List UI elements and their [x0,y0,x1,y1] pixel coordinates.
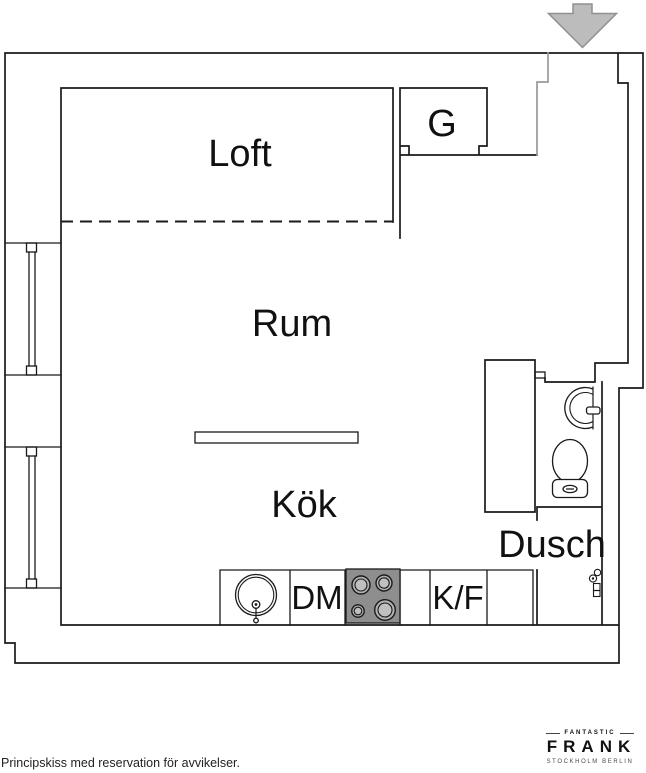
brand-tagline: FANTASTIC [564,730,616,736]
entrance-arrow-icon [546,3,619,49]
room-label-loft: Loft [208,133,272,175]
washbasin-icon [564,386,601,430]
footer-disclaimer: Principskiss med reservation för avvikel… [1,756,240,770]
room-label-shower: Dusch [498,524,606,566]
appliance-label-dishwasher: DM [291,579,342,616]
brand-tagline-row: FANTASTIC [540,730,640,736]
brand-cities: STOCKHOLM BERLIN [546,759,634,765]
entry-door-line [536,52,549,156]
room-label-closet: G [427,103,457,145]
kitchen-island [194,431,359,444]
brand-logo: FANTASTIC FRANK STOCKHOLM BERLIN [540,730,640,765]
appliance-label-fridge-freezer: K/F [432,579,483,616]
stove-icon [345,568,401,624]
bathroom-door-notch [534,371,546,379]
brand-name: FRANK [546,737,637,756]
window-icon [4,242,62,589]
shower-mixer-icon [588,568,602,598]
sink-icon [234,573,278,624]
room-label-living: Rum [252,303,332,345]
bathroom-wall [484,359,536,513]
brand-rule-left [546,732,561,734]
toilet-icon [551,438,589,499]
room-label-kitchen: Kök [271,484,337,526]
brand-rule-right [619,732,634,734]
walls [4,52,644,664]
